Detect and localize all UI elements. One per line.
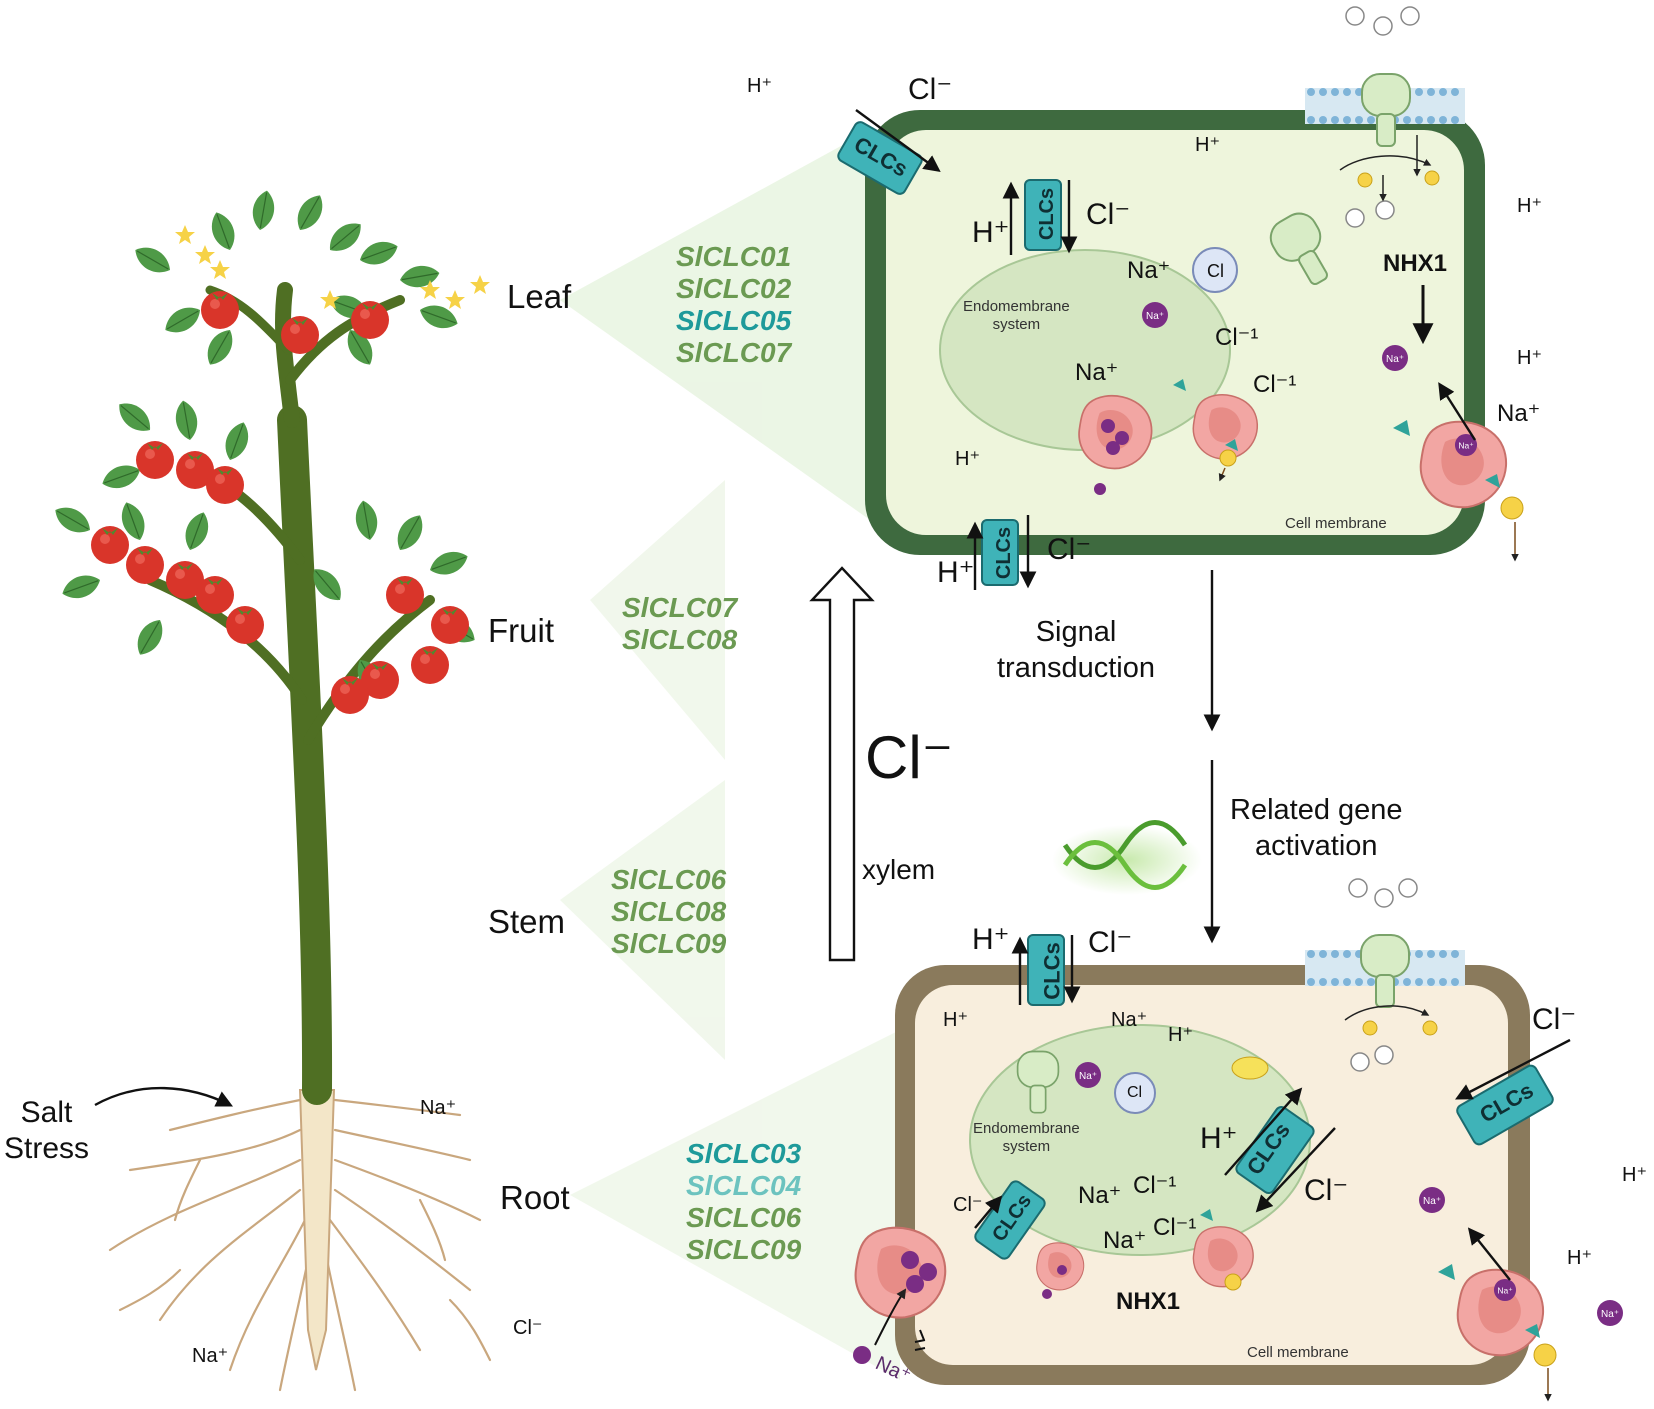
salt-stress-arrow	[94, 1086, 234, 1107]
leaf-wall-clc-channel	[837, 121, 923, 195]
tomato-leaves	[49, 188, 481, 701]
root-cell	[853, 878, 1623, 1402]
tomato-stem	[145, 282, 435, 1105]
root-taproot	[298, 1089, 336, 1371]
leaf-cell	[837, 6, 1524, 590]
xylem-arrow	[809, 566, 875, 962]
roots	[108, 1098, 492, 1392]
dna-helix-icon	[1052, 820, 1202, 895]
projection-wedges	[560, 130, 900, 1380]
